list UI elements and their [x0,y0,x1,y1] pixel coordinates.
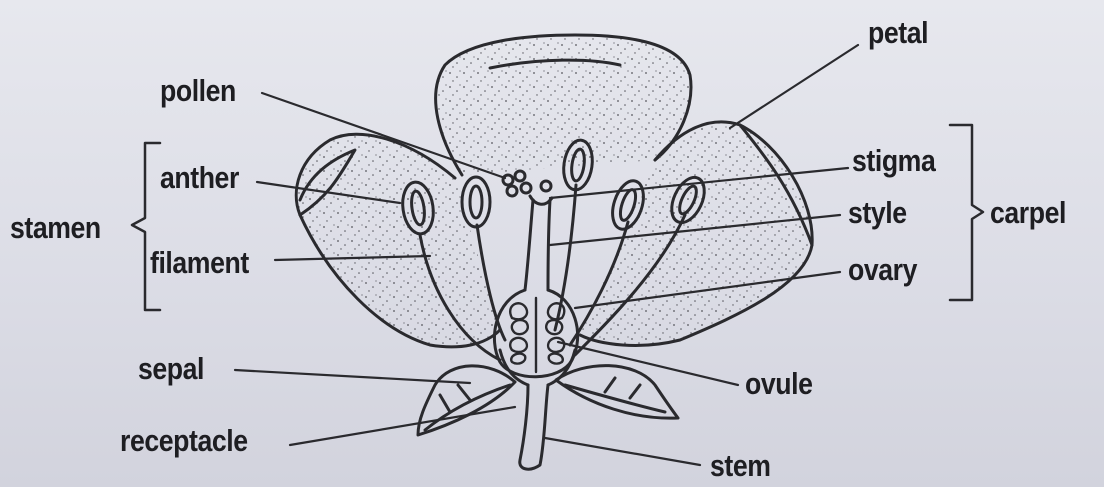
ovules [510,298,564,372]
label-stigma: stigma [852,145,935,176]
carpel-bracket [950,125,983,300]
stamen-bracket [132,143,160,310]
label-receptacle: receptacle [120,425,248,456]
leader-stem [545,438,700,465]
label-petal: petal [868,17,928,48]
label-carpel: carpel [990,197,1066,228]
style [525,200,550,290]
label-stem: stem [710,450,771,481]
filament-3 [555,185,576,330]
leader-sepal [235,370,470,383]
label-filament: filament [150,247,249,278]
sepal-left [418,366,515,435]
petal-top [436,35,691,175]
label-ovule: ovule [745,368,812,399]
leader-receptacle [290,407,515,445]
sepal-right [556,366,678,419]
label-anther: anther [160,162,239,193]
label-style: style [848,197,907,228]
label-stamen: stamen [10,212,101,243]
anther-2 [462,177,490,227]
label-pollen: pollen [160,75,236,106]
label-ovary: ovary [848,254,917,285]
stem [520,385,548,469]
pollen-grains [503,171,551,196]
leader-petal [730,45,858,128]
label-sepal: sepal [138,353,204,384]
